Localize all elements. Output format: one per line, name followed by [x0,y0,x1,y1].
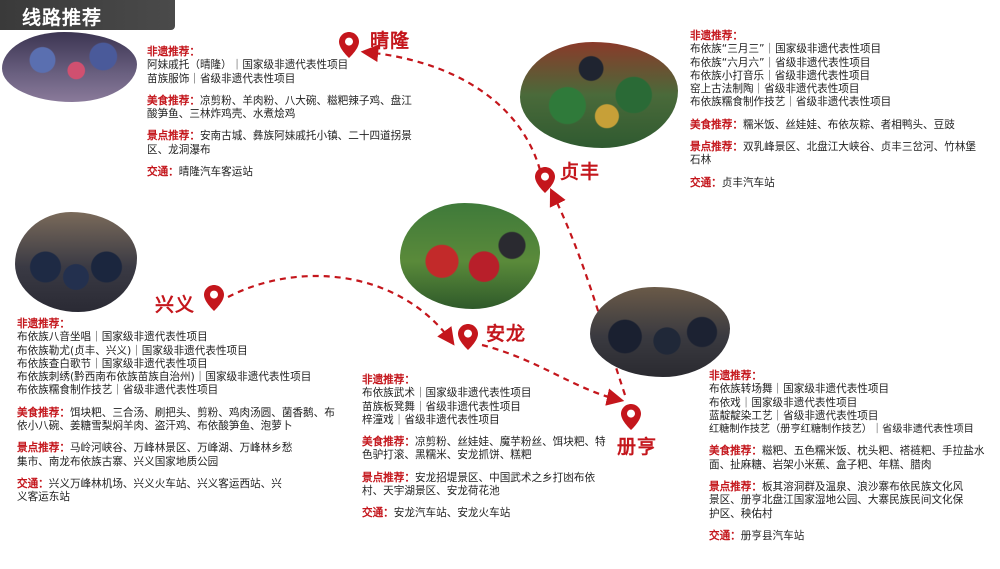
heritage-item: 布依戏｜国家级非遗代表性项目 [709,396,858,409]
food-line: 美食推荐：糍粑、五色糯米饭、枕头粑、褡裢粑、手拉盐水面、扯麻糖、岩架小米蕉、盒子… [709,445,985,471]
route-anlong-ceheng [481,343,625,406]
section-title: 线路推荐 [22,7,103,29]
transport-line: 交通：兴义万峰林机场、兴义火车站、兴义客运西站、兴义客运东站 [17,477,282,504]
heritage-item: 布依族八音坐唱｜国家级非遗代表性项目 [17,331,208,344]
anlong-photo [400,203,540,309]
heritage-item: 窑上古法制陶｜省级非遗代表性项目 [690,83,860,96]
city-name-ceheng: 册亨 [617,436,658,458]
city-name-zhenfeng: 贞丰 [560,161,601,183]
city-name-qinglong: 晴隆 [370,30,411,52]
zhenfeng-pin-icon [535,167,555,193]
transport-line: 交通：安龙汽车站、安龙火车站 [362,507,511,520]
anlong-info: 非遗推荐： 布依族武术｜国家级非遗代表性项目 苗族板凳舞｜省级非遗代表性项目 梓… [362,374,607,530]
route-ceheng-zhenfeng [549,188,627,396]
transport-line: 交通：册亨县汽车站 [709,529,805,542]
heritage-item: 阿妹戚托（晴隆）｜国家级非遗代表性项目 [147,59,349,72]
city-name-xingyi: 兴义 [155,294,196,316]
heritage-label: 非遗推荐： [690,30,743,42]
heritage-item: 布依族转场舞｜国家级非遗代表性项目 [709,383,890,396]
scenic-line: 景点推荐：马岭河峡谷、万峰林景区、万峰湖、万峰林乡愁集市、南龙布依族古寨、兴义国… [17,442,293,468]
ceheng-info: 非遗推荐： 布依族转场舞｜国家级非遗代表性项目 布依戏｜国家级非遗代表性项目 蓝… [709,370,997,552]
xingyi-photo [15,212,137,312]
zhenfeng-photo [520,42,678,148]
heritage-item: 布依族刺绣(黔西南布依族苗族自治州)｜国家级非遗代表性项目 [17,371,312,384]
anlong-pin-icon [458,324,478,350]
heritage-item: 布依族武术｜国家级非遗代表性项目 [362,387,532,400]
heritage-item: 梓潼戏｜省级非遗代表性项目 [362,413,500,426]
heritage-item: 布依族小打音乐｜省级非遗代表性项目 [690,69,871,82]
heritage-item: 布依族“六月六”｜省级非遗代表性项目 [690,56,871,69]
scenic-line: 景点推荐：双乳峰景区、北盘江大峡谷、贞丰三岔河、竹林堡石林 [690,141,977,167]
transport-line: 交通：贞丰汽车站 [690,176,775,189]
heritage-item: 布依族糯食制作技艺｜省级非遗代表性项目 [17,384,219,397]
heritage-label: 非遗推荐： [709,370,762,382]
heritage-label: 非遗推荐： [362,374,415,386]
xingyi-pin-icon [204,285,224,311]
transport-line: 交通：晴隆汽车客运站 [147,166,253,179]
scenic-line: 景点推荐：安龙招堤景区、中国武术之乡打凼布依村、天宇湖景区、安龙荷花池 [362,471,596,498]
zhenfeng-info: 非遗推荐： 布依族“三月三”｜国家级非遗代表性项目 布依族“六月六”｜省级非遗代… [690,30,990,199]
section-title-bar: 线路推荐 [0,0,175,30]
scenic-line: 景点推荐：安南古城、彝族阿妹戚托小镇、二十四道拐景区、龙洞瀑布 [147,130,412,156]
heritage-item: 蓝靛靛染工艺｜省级非遗代表性项目 [709,409,879,422]
heritage-item: 苗族板凳舞｜省级非遗代表性项目 [362,400,521,413]
food-line: 美食推荐：饵块粑、三合汤、刷把头、剪粉、鸡肉汤圆、菌香鹅、布依小八碗、姜糖雪梨焖… [17,406,335,433]
food-line: 美食推荐：糯米饭、丝娃娃、布依灰粽、者相鸭头、豆豉 [690,118,955,131]
qinglong-photo [2,32,137,102]
qinglong-info: 非遗推荐： 阿妹戚托（晴隆）｜国家级非遗代表性项目 苗族服饰｜省级非遗代表性项目… [147,46,412,188]
route-xingyi-anlong [227,274,455,346]
qinglong-pin-icon [339,32,359,58]
food-line: 美食推荐：凉剪粉、丝娃娃、魔芋粉丝、饵块粑、特色驴打滚、黑糯米、安龙抓饼、糕粑 [362,436,606,462]
city-name-anlong: 安龙 [486,323,527,345]
heritage-item: 布依族糯食制作技艺｜省级非遗代表性项目 [690,96,892,109]
heritage-item: 红糖制作技艺（册亨红糖制作技艺）｜省级非遗代表性项目 [709,424,974,436]
ceheng-pin-icon [621,404,641,430]
ceheng-photo [590,287,730,377]
heritage-item: 布依族查白歌节｜国家级非遗代表性项目 [17,357,208,370]
heritage-label: 非遗推荐： [17,318,70,330]
heritage-label: 非遗推荐： [147,46,200,58]
heritage-item: 布依族勒尤(贞丰、兴义)｜国家级非遗代表性项目 [17,344,248,357]
food-line: 美食推荐：凉剪粉、羊肉粉、八大碗、糍粑辣子鸡、盘江酸笋鱼、三林炸鸡壳、水煮烩鸡 [147,94,412,121]
xingyi-info: 非遗推荐： 布依族八音坐唱｜国家级非遗代表性项目 布依族勒尤(贞丰、兴义)｜国家… [17,318,335,514]
scenic-line: 景点推荐：板其溶洞群及温泉、浪沙寨布依民族文化风景区、册亨北盘江国家湿地公园、大… [709,481,964,520]
heritage-item: 布依族“三月三”｜国家级非遗代表性项目 [690,43,882,56]
heritage-item: 苗族服饰｜省级非遗代表性项目 [147,72,296,85]
